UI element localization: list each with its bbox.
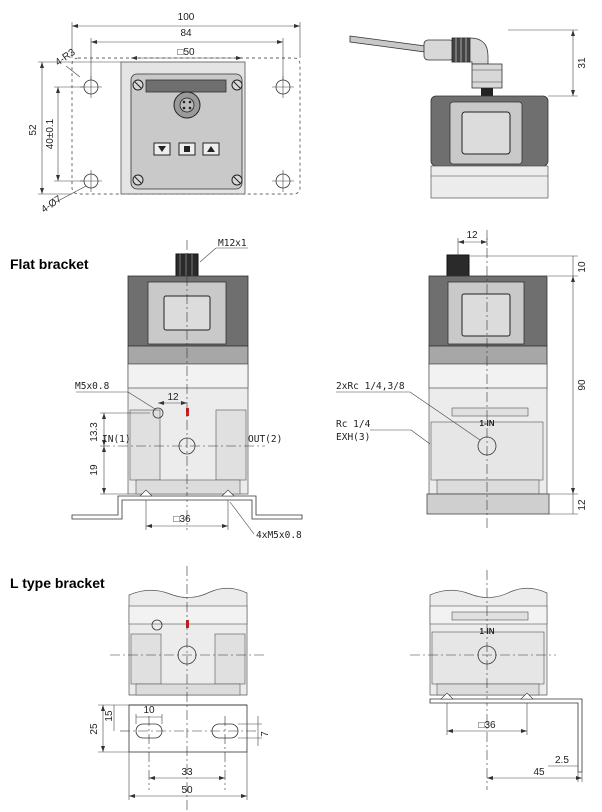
dim-2-5: 2.5 — [555, 755, 569, 766]
dim-7: 7 — [260, 731, 271, 737]
cable — [349, 35, 426, 53]
dim-12-side-top: 12 — [466, 230, 478, 241]
dim-50-square: □50 — [177, 47, 195, 58]
dim-31: 31 — [577, 57, 588, 69]
flat-bracket-title: Flat bracket — [10, 256, 89, 272]
module-top-strip — [145, 79, 227, 93]
in-port-label: IN(1) — [102, 434, 131, 445]
flat-bracket-shape — [71, 495, 303, 520]
mount-screws-label: 4xM5x0.8 — [256, 530, 302, 541]
dim-52: 52 — [28, 124, 39, 136]
connector-label: M12x1 — [218, 238, 247, 249]
dim-10: 10 — [577, 261, 588, 273]
cable-nut — [471, 63, 503, 89]
l-front-view: 25 15 10 7 33 50 — [89, 566, 271, 812]
dim-50-bottom: 50 — [181, 785, 193, 796]
pilot-port-icon — [152, 407, 164, 419]
ports-label: 2xRc 1/4,3/8 — [336, 381, 405, 392]
flat-side-view: 1-IN 12 10 90 12 2xRc 1/4,3/8 Rc 1/4 EXH… — [336, 230, 588, 530]
l-type-bracket-title: L type bracket — [10, 575, 105, 591]
dim-45: 45 — [533, 767, 545, 778]
pilot-port-label: M5x0.8 — [75, 381, 110, 392]
dim-33: 33 — [181, 767, 193, 778]
dim-12-front: 12 — [167, 392, 179, 403]
dim-13-3: 13.3 — [89, 422, 100, 442]
regulator-base-top — [430, 165, 549, 199]
top-view: 100 84 □50 4-R3 52 40±0.1 4-Ø7 — [28, 12, 301, 215]
holes-label: 4-Ø7 — [39, 193, 64, 215]
dim-36-l: □36 — [478, 720, 496, 731]
out-port-label: OUT(2) — [248, 434, 282, 445]
dim-36-front: □36 — [173, 514, 191, 525]
indicator-mark — [186, 408, 189, 416]
display-screen — [461, 111, 511, 155]
dim-90: 90 — [577, 379, 588, 391]
connector-circle-inner — [179, 97, 195, 113]
l-side-view: 1-IN □36 2.5 45 — [410, 570, 583, 790]
dim-25: 25 — [89, 723, 100, 735]
module-top — [130, 73, 243, 190]
dim-40: 40±0.1 — [45, 118, 56, 149]
dim-10-slot: 10 — [143, 705, 155, 716]
flat-front-view: M12x1 M5x0.8 12 13.3 19 IN(1) OUT(2) □36… — [71, 238, 303, 541]
cable-plug — [423, 39, 455, 61]
exh-port-label-b: EXH(3) — [336, 432, 370, 443]
dim-15: 15 — [104, 710, 115, 722]
dim-19: 19 — [89, 464, 100, 476]
dim-12-side-bottom: 12 — [577, 499, 588, 511]
radius-label: 4-R3 — [53, 47, 77, 69]
dim-84: 84 — [180, 28, 192, 39]
side-top-view: 31 — [349, 29, 588, 199]
side-flat-bracket — [426, 493, 550, 515]
exh-port-label-a: Rc 1/4 — [336, 419, 371, 430]
dim-100: 100 — [178, 12, 195, 23]
